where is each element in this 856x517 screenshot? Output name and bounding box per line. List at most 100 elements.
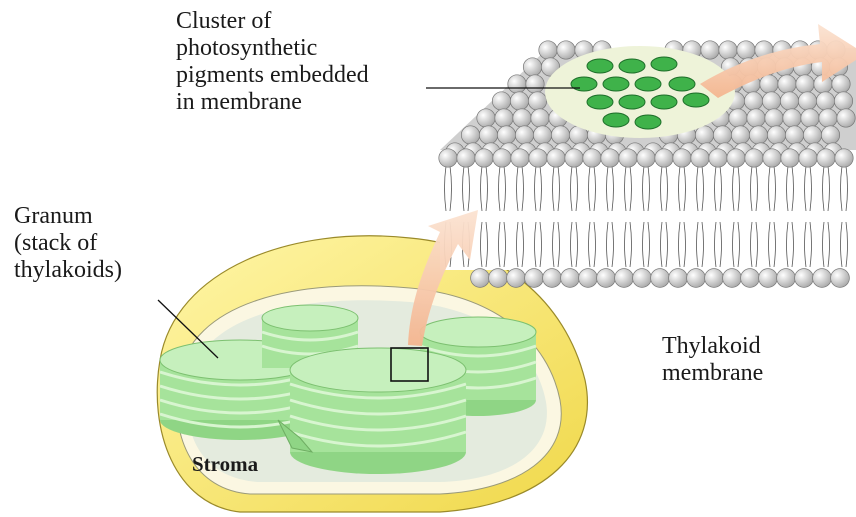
- lipid-head: [477, 109, 495, 127]
- lipid-head: [832, 75, 850, 93]
- thylakoid-membrane-label: Thylakoid membrane: [662, 333, 763, 387]
- lipid-head: [763, 149, 781, 167]
- lipid-head: [817, 149, 835, 167]
- lipid-head: [539, 41, 557, 59]
- lipid-head: [583, 149, 601, 167]
- lipid-head: [461, 126, 479, 144]
- pigment-molecule: [603, 77, 629, 91]
- lipid-head: [796, 75, 814, 93]
- lipid-head: [719, 41, 737, 59]
- lipid-head: [762, 92, 780, 110]
- lipid-head: [551, 126, 569, 144]
- lipid-head: [701, 41, 719, 59]
- lipid-head: [619, 149, 637, 167]
- lipid-head: [547, 149, 565, 167]
- lipid-head: [837, 109, 855, 127]
- lipid-head: [727, 149, 745, 167]
- lipid-head: [533, 126, 551, 144]
- lipid-head: [525, 269, 544, 288]
- pigment-molecule: [603, 113, 629, 127]
- lipid-head: [801, 109, 819, 127]
- lipid-head: [531, 109, 549, 127]
- lipid-head: [597, 269, 616, 288]
- pigment-molecule: [683, 93, 709, 107]
- lipid-head: [495, 109, 513, 127]
- lipid-head: [457, 149, 475, 167]
- pigment-molecule: [669, 77, 695, 91]
- lipid-head: [780, 92, 798, 110]
- lipid-head: [816, 92, 834, 110]
- lipid-head: [713, 126, 731, 144]
- lipid-head: [741, 269, 760, 288]
- lipid-head: [687, 269, 706, 288]
- lipid-head: [579, 269, 598, 288]
- lipid-head: [510, 92, 528, 110]
- lipid-head: [637, 149, 655, 167]
- thylakoid-membrane-label-line: Thylakoid: [662, 333, 763, 360]
- lipid-head: [673, 149, 691, 167]
- lipid-head: [633, 269, 652, 288]
- lipid-head: [615, 269, 634, 288]
- lipid-head: [695, 126, 713, 144]
- pigment-molecule: [651, 95, 677, 109]
- lipid-head: [528, 92, 546, 110]
- lipid-head: [783, 109, 801, 127]
- pigment-cluster-label-line: pigments embedded: [176, 62, 369, 89]
- membrane-block: [439, 41, 856, 288]
- lipid-head: [479, 126, 497, 144]
- granum-label-line: (stack of: [14, 230, 122, 257]
- thylakoid-membrane-label-line: membrane: [662, 360, 763, 387]
- lipid-head: [655, 149, 673, 167]
- lipid-head: [439, 149, 457, 167]
- pigment-molecule: [635, 115, 661, 129]
- pigment-cluster-label-line: Cluster of: [176, 8, 369, 35]
- lipid-head: [705, 269, 724, 288]
- lipid-head: [760, 75, 778, 93]
- lipid-head: [731, 126, 749, 144]
- lipid-head: [781, 149, 799, 167]
- lipid-head: [515, 126, 533, 144]
- lipid-head: [723, 269, 742, 288]
- lipid-head: [729, 109, 747, 127]
- lipid-head: [798, 92, 816, 110]
- lipid-head: [777, 269, 796, 288]
- lipid-head: [737, 41, 755, 59]
- pigment-molecule: [587, 95, 613, 109]
- pigment-molecule: [619, 95, 645, 109]
- stroma-label: Stroma: [192, 452, 258, 477]
- lipid-head: [493, 149, 511, 167]
- lipid-head: [601, 149, 619, 167]
- lipid-head: [497, 126, 515, 144]
- lipid-head: [803, 126, 821, 144]
- lipid-head: [795, 269, 814, 288]
- lipid-head: [709, 149, 727, 167]
- lipid-head: [475, 149, 493, 167]
- granum-stack-center: [290, 348, 466, 474]
- lipid-head: [831, 269, 850, 288]
- pigment-molecule: [651, 57, 677, 71]
- pigment-molecule: [635, 77, 661, 91]
- lipid-head: [835, 149, 853, 167]
- lipid-head: [834, 92, 852, 110]
- lipid-head: [759, 269, 778, 288]
- granum-label: Granum (stack of thylakoids): [14, 203, 122, 284]
- lipid-heads-bottom: [471, 269, 850, 288]
- lipid-head: [813, 269, 832, 288]
- lipid-head: [508, 75, 526, 93]
- lipid-head: [785, 126, 803, 144]
- lipid-head: [561, 269, 580, 288]
- lipid-head: [513, 109, 531, 127]
- lipid-head: [767, 126, 785, 144]
- lipid-head: [745, 149, 763, 167]
- pigment-molecule: [619, 59, 645, 73]
- lipid-head: [529, 149, 547, 167]
- lipid-head: [669, 269, 688, 288]
- lipid-head: [747, 109, 765, 127]
- lipid-head: [492, 92, 510, 110]
- lipid-head: [651, 269, 670, 288]
- lipid-head: [507, 269, 526, 288]
- lipid-head: [523, 58, 541, 76]
- lipid-head: [765, 109, 783, 127]
- lipid-head: [557, 41, 575, 59]
